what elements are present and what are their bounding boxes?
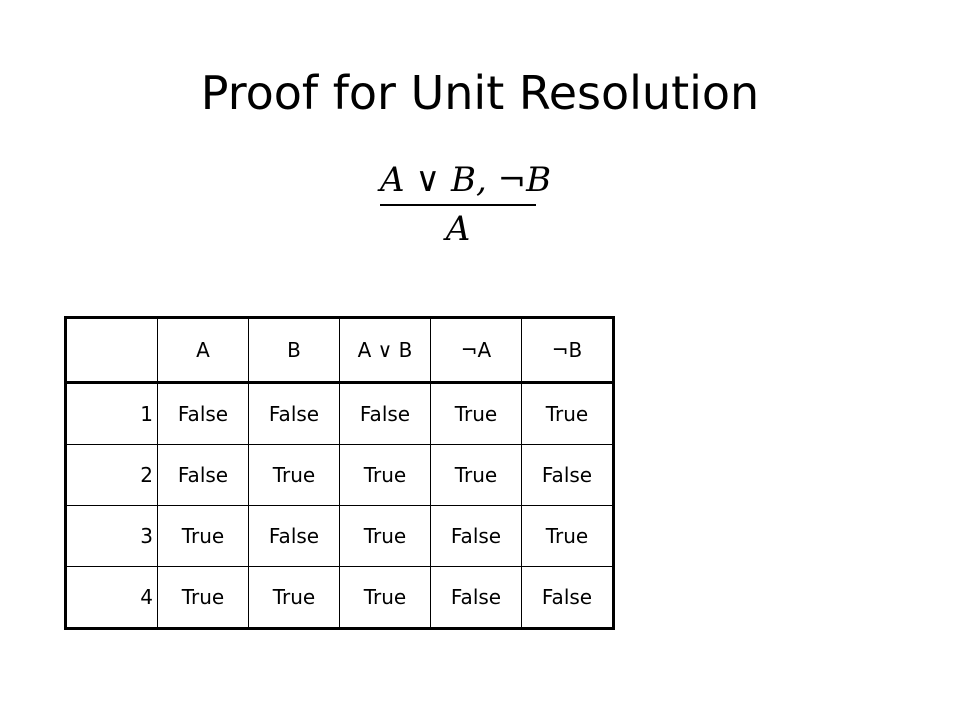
- table-cell: False: [430, 566, 522, 629]
- header-cell-not-b: ¬B: [521, 317, 614, 384]
- table-row: 2 False True True True False: [65, 444, 614, 506]
- table-cell: False: [157, 444, 249, 506]
- table-cell: False: [521, 444, 614, 506]
- header-cell-b: B: [248, 317, 340, 384]
- rule-premises: A ∨ B, ¬B: [380, 160, 552, 200]
- table-cell: False: [339, 382, 431, 445]
- table-cell: True: [521, 505, 614, 567]
- table-cell: True: [248, 444, 340, 506]
- table-cell: True: [157, 566, 249, 629]
- rule-fraction-bar: [380, 204, 536, 206]
- table-cell: True: [248, 566, 340, 629]
- table-cell: False: [248, 382, 340, 445]
- row-number: 1: [65, 382, 158, 445]
- header-cell-a: A: [157, 317, 249, 384]
- row-number: 2: [65, 444, 158, 506]
- rule-conclusion: A: [445, 209, 471, 249]
- row-number: 4: [65, 566, 158, 629]
- truth-table: A B A ∨ B ¬A ¬B 1 False False False True…: [64, 316, 615, 630]
- table-cell: True: [430, 382, 522, 445]
- header-cell-empty: [65, 317, 158, 384]
- table-cell: True: [157, 505, 249, 567]
- table-cell: True: [339, 444, 431, 506]
- table-header-row: A B A ∨ B ¬A ¬B: [65, 317, 614, 384]
- table-cell: False: [430, 505, 522, 567]
- table-cell: True: [521, 382, 614, 445]
- table-cell: True: [339, 505, 431, 567]
- table-row: 1 False False False True True: [65, 382, 614, 445]
- table-cell: False: [521, 566, 614, 629]
- header-cell-a-or-b: A ∨ B: [339, 317, 431, 384]
- header-cell-not-a: ¬A: [430, 317, 522, 384]
- table-cell: False: [248, 505, 340, 567]
- row-number: 3: [65, 505, 158, 567]
- slide-title: Proof for Unit Resolution: [200, 66, 760, 120]
- table-row: 3 True False True False True: [65, 505, 614, 567]
- table-cell: False: [157, 382, 249, 445]
- table-row: 4 True True True False False: [65, 566, 614, 629]
- table-cell: True: [430, 444, 522, 506]
- inference-rule: A ∨ B, ¬B A: [380, 158, 552, 252]
- table-cell: True: [339, 566, 431, 629]
